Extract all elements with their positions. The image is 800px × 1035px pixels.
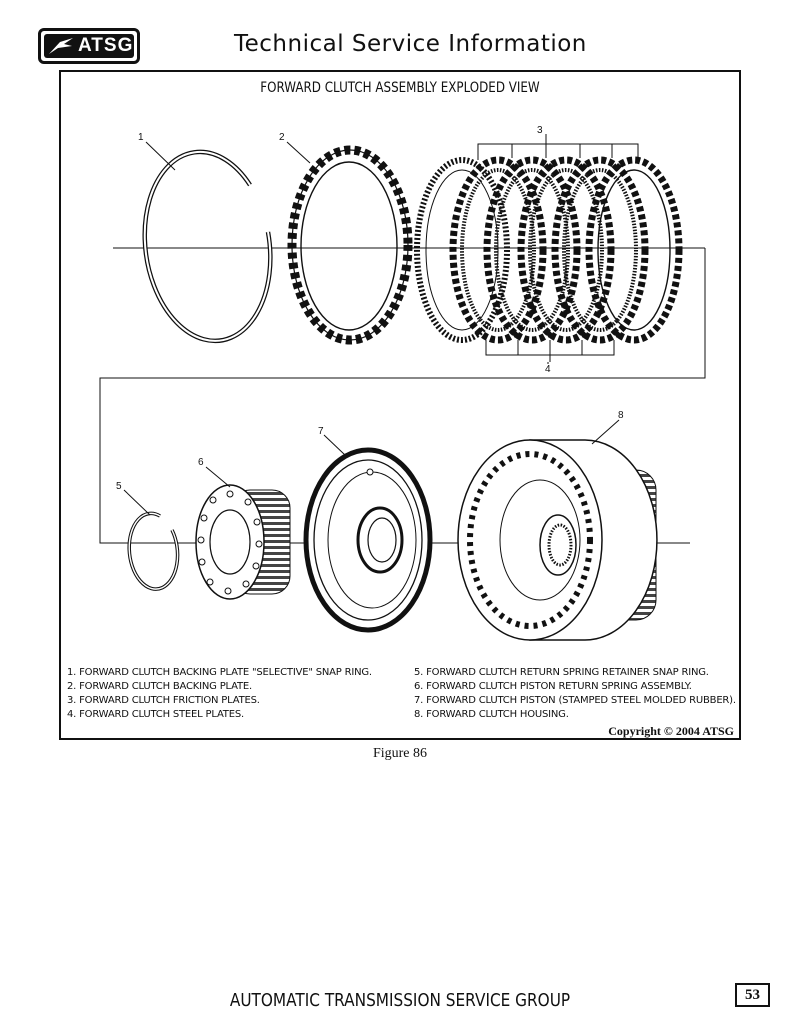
figure-frame	[59, 70, 741, 740]
part-5-snap-ring	[127, 511, 180, 591]
callout-5: 5	[116, 481, 122, 492]
callout-leaders	[123, 141, 620, 516]
logo-emblem-icon	[49, 38, 73, 54]
part-1-snap-ring	[142, 149, 273, 344]
legend-item: 6. FORWARD CLUTCH PISTON RETURN SPRING A…	[414, 681, 692, 692]
callout-3: 3	[537, 125, 543, 136]
callout-8: 8	[618, 410, 624, 421]
callout-4: 4	[545, 364, 551, 375]
legend-left: 1. FORWARD CLUTCH BACKING PLATE "SELECTI…	[67, 666, 372, 722]
figure-title: FORWARD CLUTCH ASSEMBLY EXPLODED VIEW	[260, 80, 540, 96]
callout-2: 2	[279, 132, 285, 143]
part-3-4-clutch-pack	[414, 134, 683, 362]
legend-right: 5. FORWARD CLUTCH RETURN SPRING RETAINER…	[414, 666, 736, 722]
legend-item: 4. FORWARD CLUTCH STEEL PLATES.	[67, 709, 244, 720]
legend-item: 1. FORWARD CLUTCH BACKING PLATE "SELECTI…	[67, 667, 372, 678]
callout-7: 7	[318, 426, 324, 437]
page-number: 53	[735, 983, 770, 1007]
part-2-backing-plate	[287, 145, 413, 345]
part-6-spring-assembly	[195, 484, 291, 600]
part-8-housing	[457, 439, 658, 641]
exploded-view-diagram: 1 2 3 4 5 6 7 8	[99, 125, 706, 641]
page-header-title: Technical Service Information	[234, 31, 587, 57]
part-7-piston	[303, 447, 433, 633]
atsg-logo: ATSG	[38, 28, 140, 64]
legend-item: 7. FORWARD CLUTCH PISTON (STAMPED STEEL …	[414, 695, 736, 706]
legend-item: 8. FORWARD CLUTCH HOUSING.	[414, 709, 569, 720]
legend-item: 5. FORWARD CLUTCH RETURN SPRING RETAINER…	[414, 667, 709, 678]
copyright-notice: Copyright © 2004 ATSG	[608, 724, 734, 738]
callout-1: 1	[138, 132, 144, 143]
legend-item: 3. FORWARD CLUTCH FRICTION PLATES.	[67, 695, 260, 706]
callout-6: 6	[198, 457, 204, 468]
logo-text: ATSG	[78, 35, 134, 56]
footer-title: AUTOMATIC TRANSMISSION SERVICE GROUP	[229, 990, 571, 1011]
figure-caption: Figure 86	[372, 746, 428, 761]
legend-item: 2. FORWARD CLUTCH BACKING PLATE.	[67, 681, 252, 692]
